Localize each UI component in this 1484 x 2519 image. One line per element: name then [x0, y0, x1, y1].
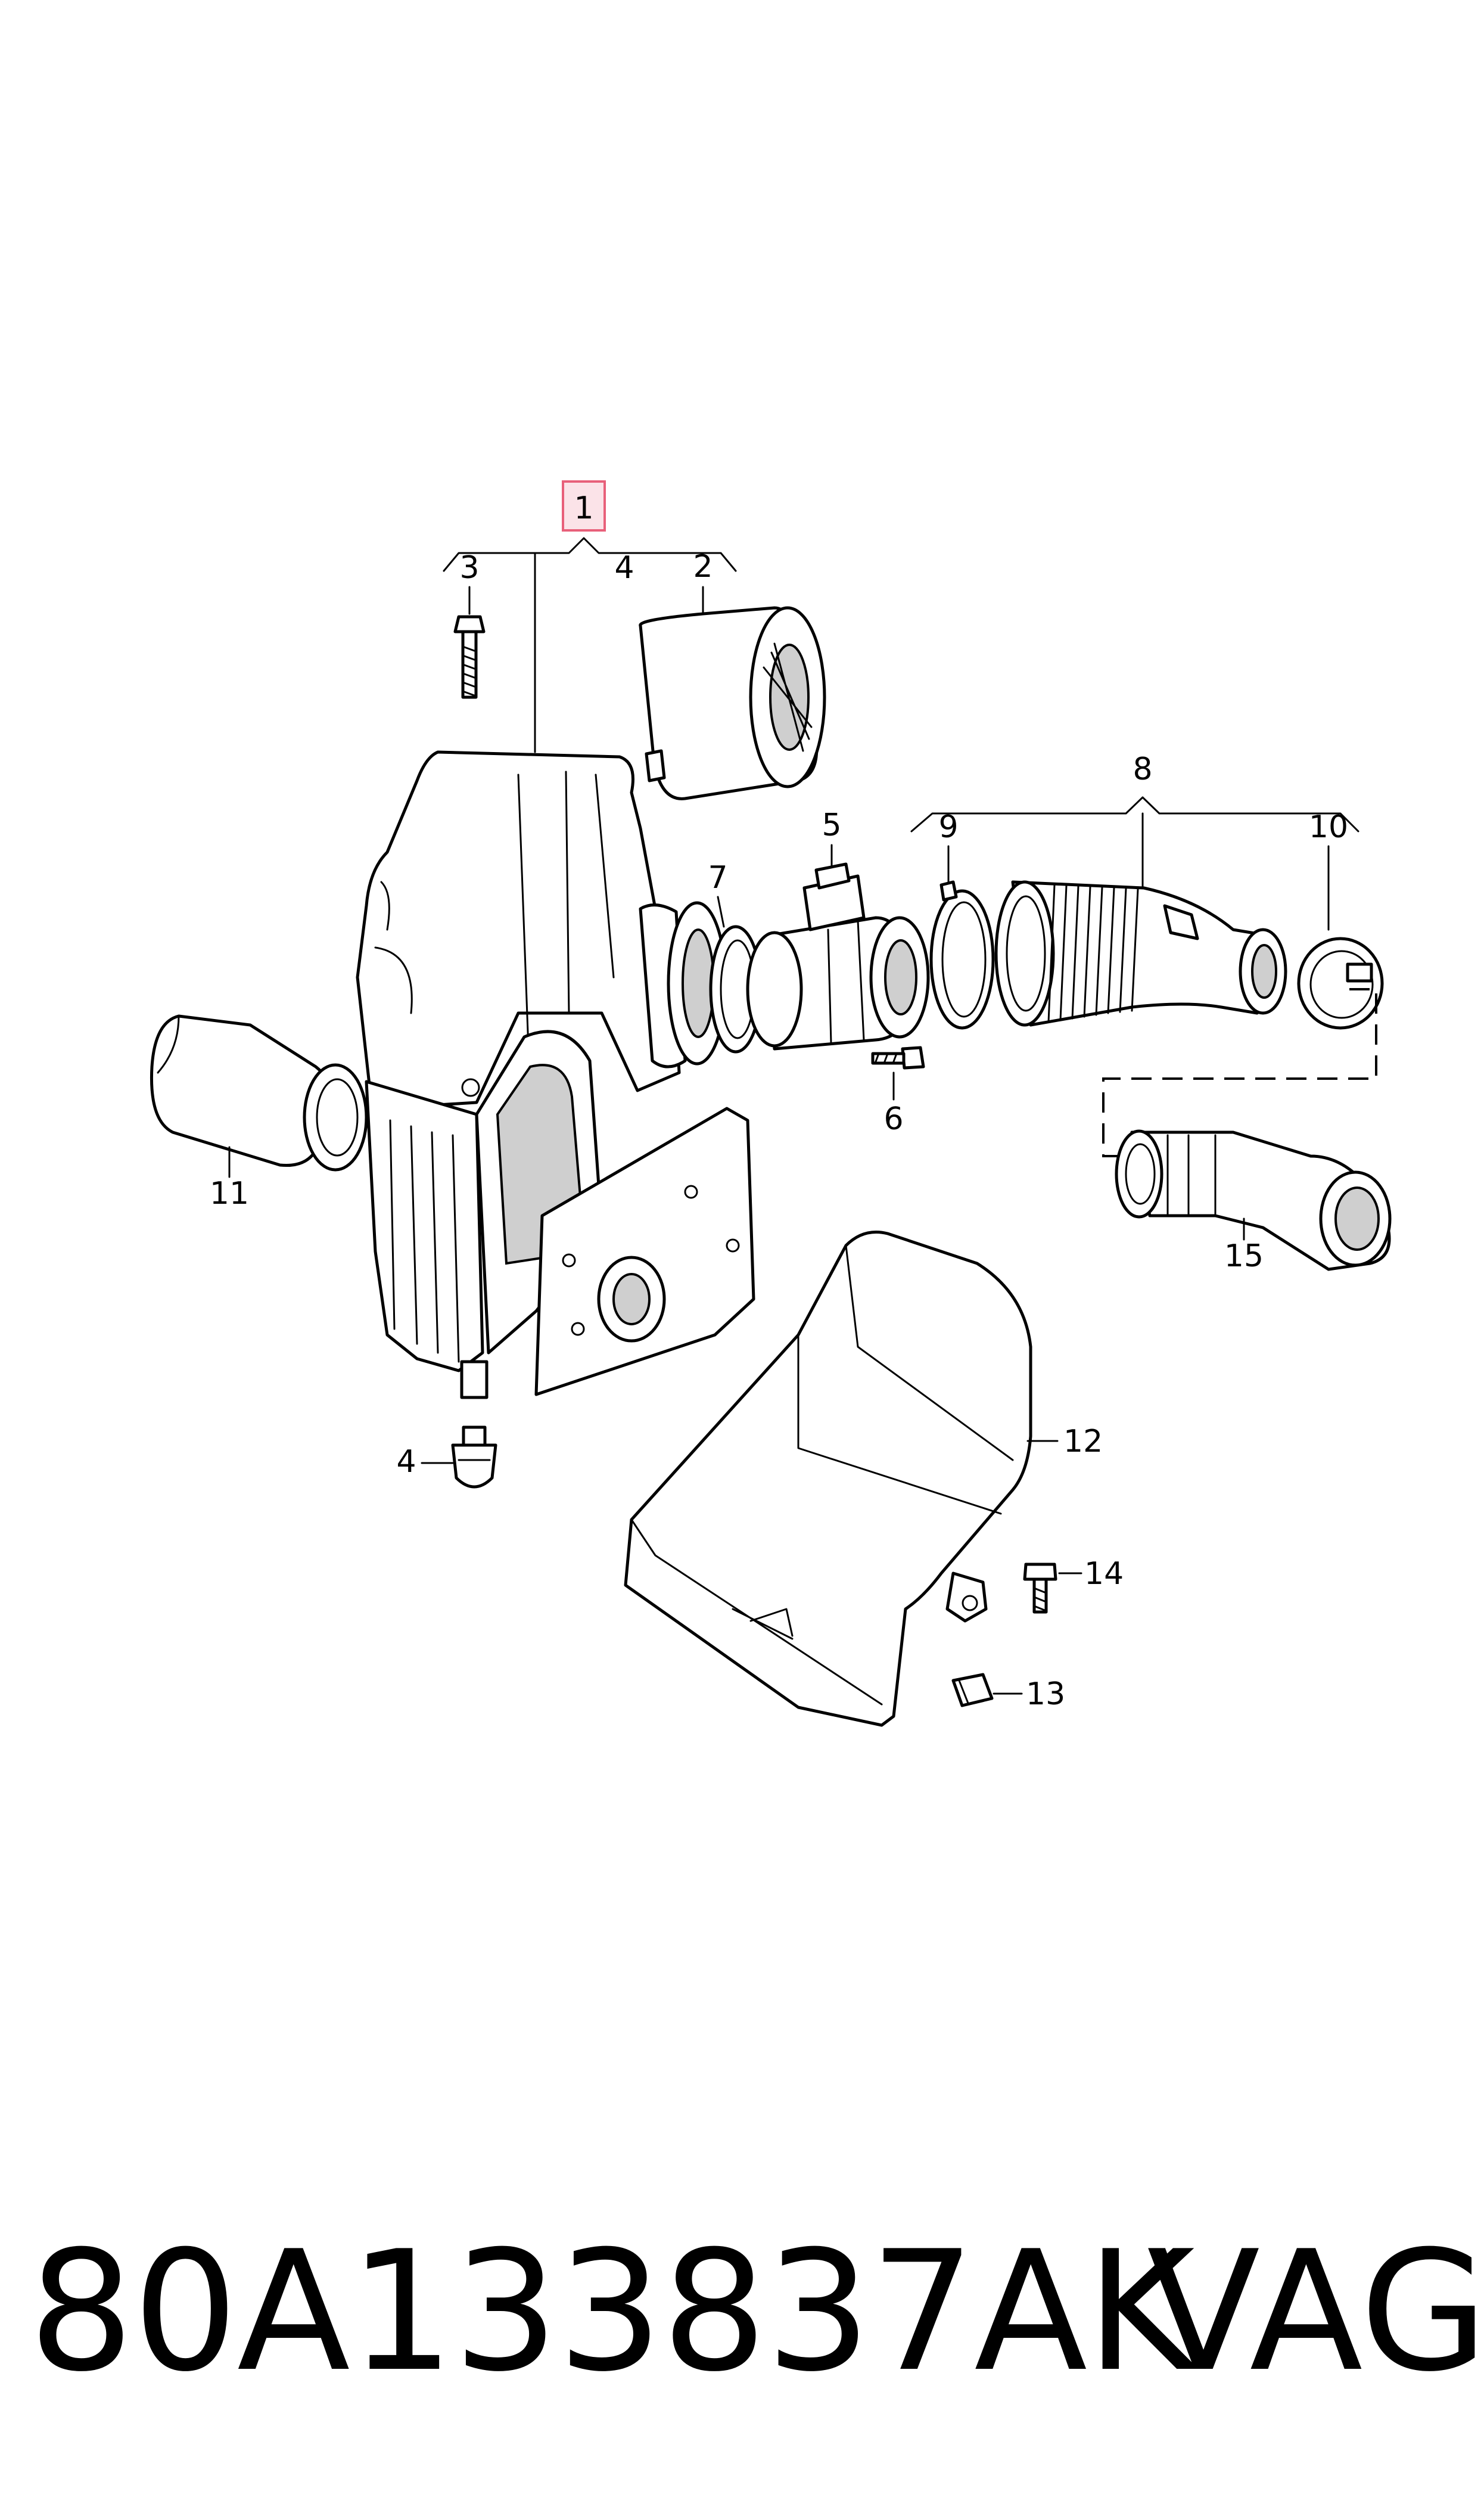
part-10-spring-clamp[interactable] [1297, 937, 1384, 1030]
callout-5[interactable]: 5 [822, 807, 841, 843]
dashed-alt-link [1102, 988, 1377, 1157]
part-14-screw[interactable] [1023, 1563, 1057, 1614]
part-9-hose-clamp[interactable] [929, 880, 995, 1030]
part-6-screw[interactable] [871, 1046, 925, 1070]
callout-4-top[interactable]: 4 [614, 550, 634, 586]
callout-13[interactable]: 13 [1026, 1676, 1065, 1712]
callout-4-bottom[interactable]: 4 [396, 1444, 416, 1480]
part-15-connector-pipe[interactable] [1115, 1129, 1392, 1271]
callout-3[interactable]: 3 [459, 550, 479, 586]
part-5-air-mass-meter[interactable] [746, 862, 930, 1051]
bracket-8 [910, 796, 1359, 833]
brand-text: VAG [1147, 2215, 1484, 2408]
part-1-air-filter-housing[interactable] [356, 750, 755, 1399]
callout-10[interactable]: 10 [1309, 809, 1348, 845]
callout-9[interactable]: 9 [938, 809, 958, 845]
callout-11[interactable]: 11 [210, 1176, 249, 1212]
part-8-intake-hose[interactable] [994, 880, 1287, 1027]
callout-8[interactable]: 8 [1133, 751, 1152, 787]
callout-6[interactable]: 6 [883, 1101, 903, 1137]
callout-7[interactable]: 7 [708, 860, 727, 896]
part-3-bolt[interactable] [453, 615, 486, 699]
part-number-text: 80A133837AK [29, 2215, 1195, 2408]
callout-14[interactable]: 14 [1084, 1556, 1124, 1592]
leader-7 [717, 896, 725, 928]
callout-15[interactable]: 15 [1224, 1238, 1264, 1274]
callout-12[interactable]: 12 [1063, 1424, 1103, 1459]
callout-1[interactable]: 1 [574, 490, 593, 526]
callout-2[interactable]: 2 [693, 549, 713, 585]
bracket-1 [443, 537, 737, 572]
part-11-intake-duct[interactable] [150, 1014, 368, 1172]
part-4-grommet[interactable] [451, 1425, 497, 1489]
part-12-air-guide[interactable] [624, 1231, 1032, 1727]
callout-1-highlight-box[interactable] [562, 480, 606, 532]
part-13-clip-nut[interactable] [951, 1673, 994, 1707]
part-2-filter-element[interactable] [639, 606, 826, 800]
